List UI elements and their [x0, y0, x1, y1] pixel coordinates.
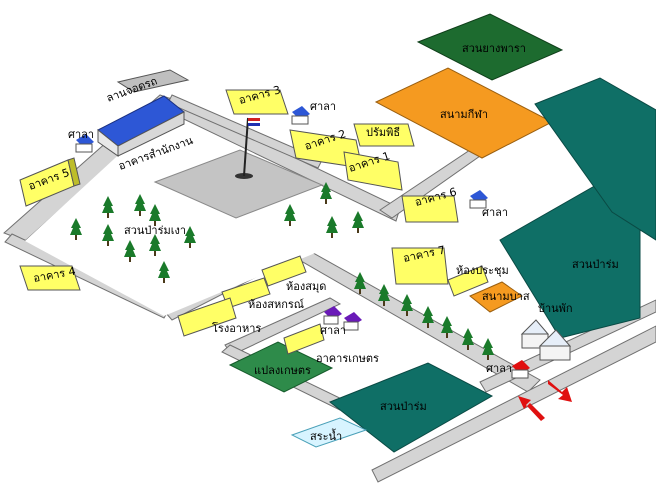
label-meeting-room: ห้องประชุม	[456, 264, 509, 277]
basketball-court	[469, 281, 523, 313]
library-building	[261, 255, 307, 287]
label-sala-3: ศาลา	[482, 206, 508, 219]
label-mini-garden: ปรัมพิธี	[366, 126, 400, 139]
flag-plaza	[153, 149, 324, 219]
meeting-room-building	[447, 265, 489, 297]
forest-east-top	[534, 77, 656, 241]
label-sala-4: ศาลา	[320, 324, 346, 337]
label-coop: ห้องสหกรณ์	[248, 298, 304, 311]
arrow-out-icon	[548, 380, 572, 402]
label-forest-2: สวนป่าร่ม	[572, 258, 619, 271]
parking-lot	[116, 69, 190, 93]
flagpole-icon	[235, 117, 260, 179]
label-sports-field: สนามกีฬา	[440, 108, 488, 121]
sala-3	[469, 190, 488, 209]
building-3	[225, 89, 289, 115]
sala-4	[323, 306, 362, 331]
label-sala-1: ศาลา	[68, 128, 94, 141]
admin-building	[97, 95, 185, 157]
agri-building	[283, 323, 325, 355]
mini-garden-bldg	[353, 123, 415, 147]
label-forest-1: สวนป่าร่มเงา	[124, 224, 186, 237]
label-forest-3: สวนป่าร่ม	[380, 400, 427, 413]
label-rubber-garden: สวนยางพารา	[462, 42, 526, 55]
sala-5	[511, 360, 530, 379]
sala-1	[75, 134, 94, 153]
housing-cluster	[520, 319, 572, 361]
forest-south	[329, 362, 494, 453]
sala-2	[291, 106, 310, 125]
building-5	[19, 157, 81, 207]
building-1	[343, 151, 403, 191]
label-sala-2: ศาลา	[310, 100, 336, 113]
label-library: ห้องสมุด	[286, 280, 326, 293]
central-lawn	[25, 112, 392, 316]
pond	[290, 417, 368, 448]
agri-plot	[228, 341, 334, 393]
canteen-building	[177, 297, 237, 337]
label-canteen: โรงอาหาร	[212, 321, 261, 335]
label-housing: บ้านพัก	[538, 302, 573, 315]
arrow-in-icon	[518, 396, 545, 421]
building-6	[401, 195, 459, 223]
rubber-garden	[416, 13, 564, 81]
label-agri-plot: แปลงเกษตร	[254, 364, 311, 377]
label-agri-building: อาคารเกษตร	[316, 352, 379, 365]
label-basketball: สนามบาส	[482, 290, 530, 303]
label-pond: สระน้ำ	[310, 428, 342, 443]
building-7	[391, 247, 449, 285]
label-sala-5: ศาลา	[486, 362, 512, 375]
building-4	[19, 265, 81, 291]
